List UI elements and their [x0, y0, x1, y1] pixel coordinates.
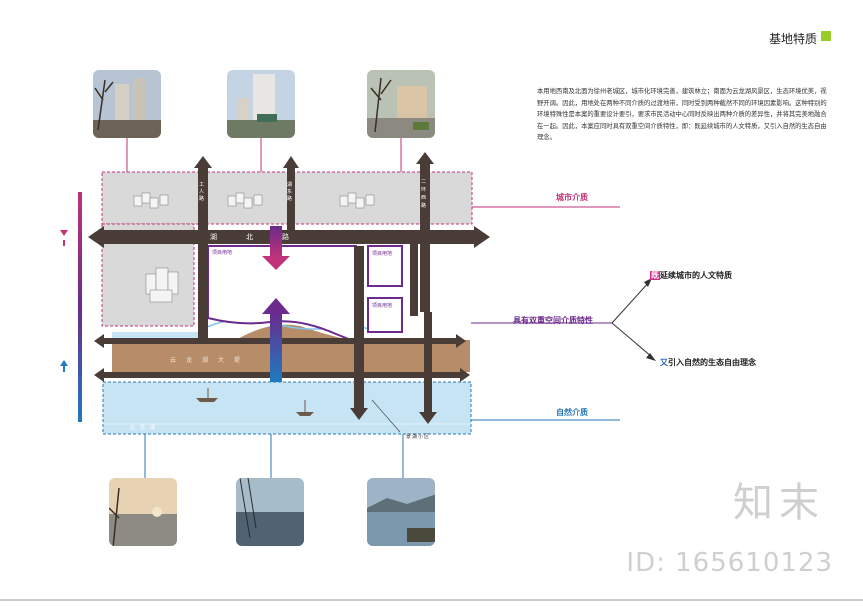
- road-label-lake-ave: 云 龙 湖 大 堤: [170, 357, 243, 364]
- bottom-area-label: 景湖小区: [406, 434, 431, 440]
- site-b-label: 项目用地: [372, 303, 393, 309]
- shore-strip: [112, 332, 208, 340]
- gradient-down-indicator: [60, 230, 68, 236]
- branch-line-down: [611, 322, 653, 358]
- description-text: 本用地西南及北面为徐州老城区，城市化环境完善，建筑林立；南面为云龙湖风景区，生态…: [537, 88, 827, 141]
- lake-name-label: 云 龙 湖: [130, 425, 156, 431]
- site-a-label: 项目用地: [372, 251, 393, 257]
- down-arrow-shaft: [270, 226, 282, 258]
- road-label-v3: 二环西路: [421, 179, 427, 209]
- up-arrow-shaft: [270, 312, 282, 382]
- road-label-v2: 湖东路: [287, 182, 293, 202]
- urban-medium-label: 城市介质: [556, 193, 588, 202]
- boat-icons: [196, 388, 314, 416]
- nature-medium-label: 自然介质: [556, 408, 588, 417]
- watermark-id: ID: 165610123: [626, 548, 833, 578]
- embankment: [112, 324, 470, 372]
- urban-photo-3: [367, 70, 435, 138]
- you-rest: 引入自然的生态自由理念: [668, 358, 756, 367]
- page-title: 基地特质: [768, 32, 817, 46]
- branch-line-up: [611, 280, 651, 324]
- road-label-v1: 工人路: [199, 182, 205, 202]
- site-b-outline: [367, 297, 403, 333]
- up-arrow-head: [262, 298, 290, 314]
- urban-continuity-label: 既延续城市的人文特质: [650, 270, 732, 281]
- title-accent-square: [821, 31, 831, 41]
- ji-rest: 延续城市的人文特质: [660, 271, 732, 280]
- watermark-brand: 知末: [733, 480, 825, 526]
- road-label-lake-north: 湖 北 路: [210, 233, 291, 241]
- lake-zone: [102, 381, 472, 435]
- urban-photo-1: [93, 70, 161, 138]
- nature-photo-1: [109, 478, 177, 546]
- site-main-label: 项目用地: [212, 250, 233, 256]
- urban-photo-2: [227, 70, 295, 138]
- you-char: 又: [660, 358, 668, 367]
- nature-introduction-label: 又引入自然的生态自由理念: [660, 357, 756, 368]
- dual-medium-label: 具有双重空间介质特性: [513, 316, 593, 325]
- down-arrow-head: [262, 256, 290, 270]
- building-icons: [133, 192, 375, 303]
- gradient-bar: [78, 192, 82, 422]
- nature-photo-2: [236, 478, 304, 546]
- nature-photo-3: [367, 478, 435, 546]
- gradient-up-indicator: [60, 360, 68, 366]
- site-a-outline: [367, 245, 403, 287]
- ji-char: 既: [650, 271, 660, 280]
- leader-line: [371, 399, 401, 433]
